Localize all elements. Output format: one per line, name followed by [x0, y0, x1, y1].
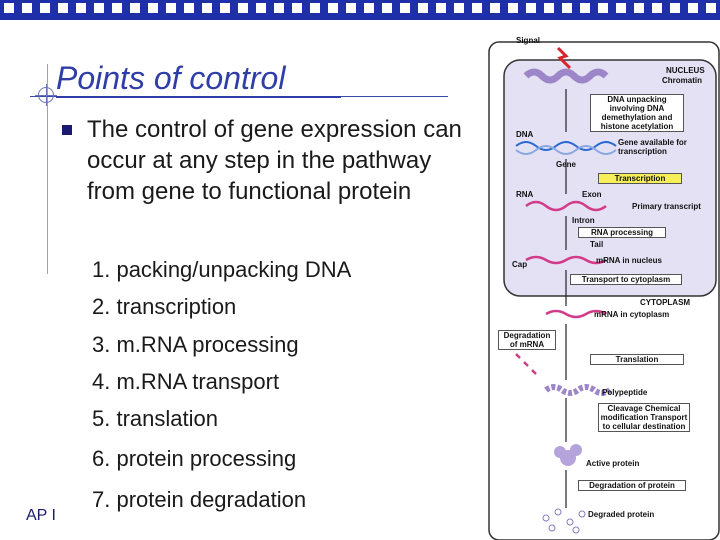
bar-square	[634, 3, 644, 13]
figure-label-mrna-nucleus: mRNA in nucleus	[596, 256, 662, 265]
bar-square	[382, 3, 392, 13]
bar-square	[76, 3, 86, 13]
figure-box-cleavage: Cleavage Chemical modification Transport…	[598, 403, 690, 432]
figure-label-active-protein: Active protein	[586, 459, 640, 468]
bar-square	[580, 3, 590, 13]
figure-label-cap: Cap	[512, 260, 528, 269]
bar-square	[328, 3, 338, 13]
bar-square	[220, 3, 230, 13]
gene-expression-figure: Signal NUCLEUS Chromatin DNA unpacking i…	[486, 34, 720, 540]
bar-square	[94, 3, 104, 13]
figure-label-primary-transcript: Primary transcript	[632, 202, 701, 211]
dna-strand-2	[515, 145, 617, 155]
bar-square	[184, 3, 194, 13]
figure-label-degraded-protein: Degraded protein	[588, 510, 655, 519]
crosshair-icon	[35, 84, 57, 106]
figure-label-rna: RNA	[516, 190, 534, 199]
bar-square	[166, 3, 176, 13]
figure-label-mrna-cytoplasm: mRNA in cytoplasm	[594, 310, 670, 319]
mrna-degradation-fragments	[515, 353, 537, 375]
footer-text: AP I	[26, 507, 56, 524]
bar-square	[544, 3, 554, 13]
figure-label-dna: DNA	[516, 130, 534, 139]
step-item: 5. translation	[92, 406, 218, 431]
slide-title: Points of control	[56, 60, 286, 96]
bar-square	[652, 3, 662, 13]
dna-strand-1	[515, 141, 617, 151]
bar-square	[688, 3, 698, 13]
figure-label-nucleus: NUCLEUS	[666, 66, 705, 75]
bar-square	[400, 3, 410, 13]
step-item: 7. protein degradation	[92, 487, 307, 512]
bar-square	[562, 3, 572, 13]
bar-square	[130, 3, 140, 13]
active-protein-blob	[554, 446, 566, 458]
figure-box-transport: Transport to cytoplasm	[570, 274, 682, 285]
chromatin-coil	[523, 68, 609, 84]
figure-box-dna-unpacking: DNA unpacking involving DNA demethylatio…	[590, 94, 684, 132]
degraded-protein-dot	[578, 510, 586, 518]
bar-square	[598, 3, 608, 13]
bar-square	[616, 3, 626, 13]
degraded-protein-dot	[548, 524, 556, 532]
title-underline	[56, 96, 341, 98]
figure-label-intron: Intron	[572, 216, 595, 225]
bar-square	[112, 3, 122, 13]
figure-label-tail: Tail	[590, 240, 604, 249]
degraded-protein-dot	[566, 518, 574, 526]
figure-label-exon: Exon	[582, 190, 602, 199]
bar-square	[202, 3, 212, 13]
bar-square	[238, 3, 248, 13]
figure-box-transcription: Transcription	[598, 173, 682, 184]
bar-square	[274, 3, 284, 13]
bar-square	[256, 3, 266, 13]
active-protein-blob	[570, 444, 582, 456]
primary-transcript-strand	[525, 200, 607, 212]
decorative-vertical-line	[47, 64, 48, 274]
bar-square	[364, 3, 374, 13]
bar-square	[490, 3, 500, 13]
polypeptide-chain	[544, 384, 612, 396]
bar-square	[58, 3, 68, 13]
step-item: 3. m.RNA processing	[92, 332, 299, 357]
mrna-nucleus-strand	[525, 255, 607, 265]
degraded-protein-dot	[572, 526, 580, 534]
figure-box-rna-processing: RNA processing	[578, 227, 666, 238]
degraded-protein-dot	[542, 514, 550, 522]
top-bar	[0, 0, 720, 20]
bar-square	[472, 3, 482, 13]
signal-bolt-icon	[556, 46, 572, 70]
step-item: 2. transcription	[92, 294, 237, 319]
bar-square	[418, 3, 428, 13]
figure-box-mrna-degradation: Degradation of mRNA	[498, 330, 556, 350]
bar-square	[4, 3, 14, 13]
figure-label-cytoplasm: CYTOPLASM	[640, 298, 691, 307]
bar-square	[706, 3, 716, 13]
bar-square	[508, 3, 518, 13]
step-item: 6. protein processing	[92, 446, 297, 471]
figure-box-protein-degradation: Degradation of protein	[578, 480, 686, 491]
bar-square	[22, 3, 32, 13]
bar-square	[454, 3, 464, 13]
bar-square	[526, 3, 536, 13]
figure-label-chromatin: Chromatin	[662, 76, 702, 85]
bar-square	[148, 3, 158, 13]
bullet-text: The control of gene expression can occur…	[87, 116, 462, 205]
figure-box-translation: Translation	[590, 354, 684, 365]
bar-square	[670, 3, 680, 13]
mrna-cytoplasm-strand	[545, 309, 607, 319]
bar-square	[292, 3, 302, 13]
figure-label-gene-available: Gene available for transcription	[618, 138, 687, 156]
bar-square	[310, 3, 320, 13]
degraded-protein-dot	[554, 508, 562, 516]
figure-label-gene: Gene	[556, 160, 577, 169]
figure-label-signal: Signal	[516, 36, 541, 45]
step-item: 1. packing/unpacking DNA	[92, 257, 352, 282]
bar-square	[346, 3, 356, 13]
bar-square	[40, 3, 50, 13]
figure-label-polypeptide: Polypeptide	[602, 388, 648, 397]
bullet-square-icon	[62, 125, 72, 135]
bar-square	[436, 3, 446, 13]
step-item: 4. m.RNA transport	[92, 369, 280, 394]
